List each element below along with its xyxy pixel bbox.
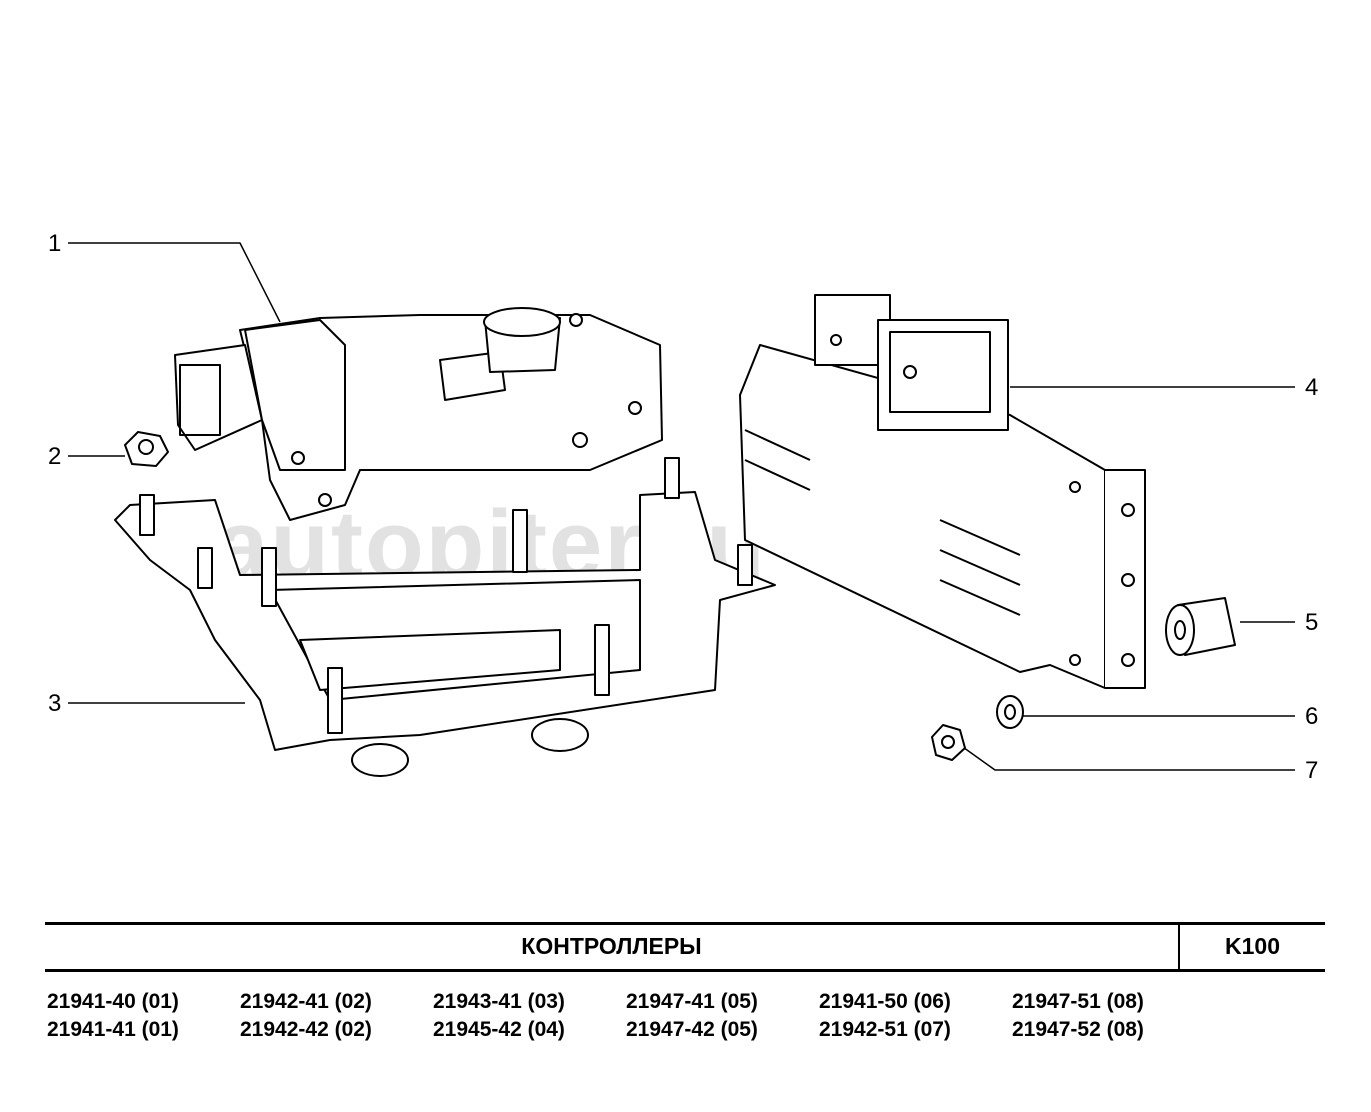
callout-3: 3 [48,690,62,717]
page-title: КОНТРОЛЛЕРЫ [521,933,702,959]
studs [139,457,753,734]
leader-lines [68,242,1295,771]
controller-part-4 [739,294,1146,689]
spacer-part-5 [1165,597,1236,656]
model-code: 21941-50 (06) [819,990,951,1013]
bracket-part-3 [114,457,776,777]
model-code: 21947-52 (08) [1012,1018,1144,1041]
section-code: K100 [1225,933,1280,959]
model-list: 21941-40 (01) 21942-41 (02) 21943-41 (03… [47,990,1205,1042]
model-code: 21941-40 (01) [47,990,179,1013]
nut-part-7 [931,724,966,761]
model-code: 21941-41 (01) [47,1018,179,1041]
model-code: 21947-51 (08) [1012,990,1144,1013]
callout-1: 1 [48,230,62,257]
model-code: 21942-51 (07) [819,1018,951,1041]
model-code: 21942-41 (02) [240,990,372,1013]
callout-6: 6 [1305,703,1319,730]
model-code: 21947-42 (05) [626,1018,758,1041]
title-block: КОНТРОЛЛЕРЫ K100 [45,922,1325,972]
parts-drawing [68,242,1295,777]
model-code: 21943-41 (03) [433,990,565,1013]
model-code: 21945-42 (04) [433,1018,565,1041]
washer-part-6 [996,695,1024,729]
callout-4: 4 [1305,374,1319,401]
model-code: 21947-41 (05) [626,990,758,1013]
callout-7: 7 [1305,757,1319,784]
controller-part-1 [174,307,663,521]
callout-5: 5 [1305,609,1319,636]
divider [1178,925,1180,969]
model-code: 21942-42 (02) [240,1018,372,1041]
nut-part-2 [124,431,169,467]
callout-2: 2 [48,443,62,470]
